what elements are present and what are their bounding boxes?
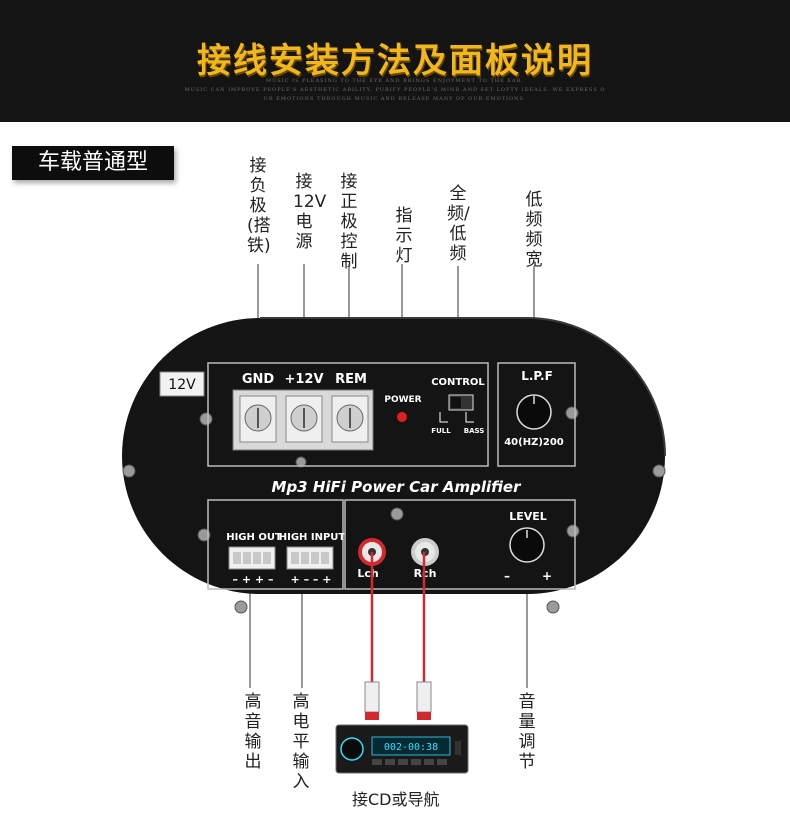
callout-lpf: 低频频宽 [525,190,543,270]
product-name: Mp3 HiFi Power Car Amplifier [272,478,523,496]
screw-icon [199,412,213,426]
lpf-label: L.P.F [521,369,553,383]
level-knob[interactable] [509,527,545,563]
banner-subtitle-3: UR EMOTIONS THROUGH MUSIC AND RELEASE MA… [263,96,527,102]
gnd-label: GND [242,372,275,387]
power-led-icon [397,412,407,422]
callout-indicator: 指示灯 [395,206,413,266]
lpf-box [497,362,576,467]
control-full-label: FULL [431,427,451,435]
banner-subtitle-2: MUSIC CAN IMPROVE PEOPLE'S AESTHETIC ABI… [184,87,606,93]
high-input-label: HIGH INPUT [279,532,346,543]
high-level-box [207,499,344,590]
callout-high-input: 高电平输入 [292,692,310,792]
stereo-display-text: 002-00:38 [384,742,438,753]
screw-icon [122,464,136,478]
callout-rem: 接正极控制 [340,172,358,272]
rca-box [344,499,576,590]
voltage-badge-text: 12V [168,377,196,393]
amplifier-plate [122,318,665,594]
callout-high-out: 高音输出 [244,692,262,772]
category-tag: 车载普通型 [12,146,174,180]
callout-full-bass: 全频/低频 [447,184,470,264]
header-banner: 接线安装方法及面板说明 MUSIC IS PLEASING TO THE EYE… [0,0,790,122]
car-stereo-head-unit: 002-00:38 [335,724,469,774]
cd-caption: 接CD或导航 [352,790,440,809]
screw-icon [566,524,580,538]
screw-icon [390,507,404,521]
level-label: LEVEL [509,510,547,523]
terminal-screws [239,395,369,443]
screw-icon [295,456,307,468]
high-out-label: HIGH OUT [226,532,282,543]
rem-label: REM [335,372,367,387]
model-label: Model:PA-290E [350,599,443,612]
lpf-knob[interactable] [516,394,552,430]
callout-volume: 音量调节 [518,692,536,772]
stereo-display [371,736,451,756]
screw-icon [234,600,248,614]
banner-subtitle-1: MUSIC IS PLEASING TO THE EYE AND BRINGS … [265,78,525,84]
lch-label: Lch [357,567,378,580]
screw-icon [652,464,666,478]
lpf-range: 40(HZ)200 [504,437,564,448]
rca-cables [370,552,426,683]
power-label: POWER [384,395,421,405]
volume-knob-icon [340,737,364,761]
level-plus: + [542,569,552,583]
high-out-pins: – + + – [233,573,274,586]
terminal-box [207,362,489,467]
level-minus: – [504,569,510,583]
rca-plugs [364,681,432,720]
page-title: 接线安装方法及面板说明 [197,41,593,81]
screw-icon [546,600,560,614]
callout-ground: 接负极(搭铁) [247,156,271,256]
voltage-badge [159,371,205,397]
high-input-pins: + – – + [291,573,332,586]
screw-icon [565,406,579,420]
screw-icon [197,528,211,542]
12v-label: +12V [284,372,323,387]
control-label: CONTROL [431,377,485,388]
control-bass-label: BASS [464,427,485,435]
